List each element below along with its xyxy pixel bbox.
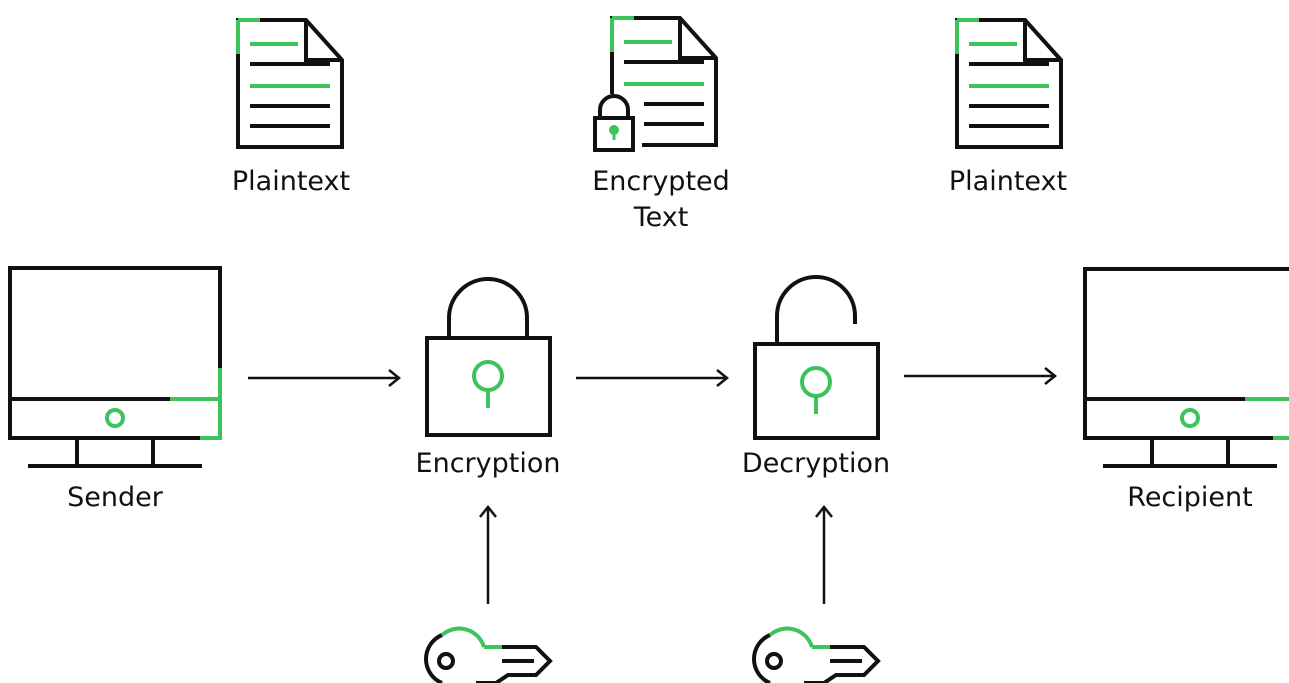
plaintext-label-left: Plaintext bbox=[232, 166, 350, 197]
key-icon bbox=[752, 626, 881, 683]
arrow-sender-to-encryption bbox=[248, 369, 402, 387]
encrypted-text-label-line2: Text bbox=[633, 202, 689, 233]
key-icon bbox=[424, 626, 553, 683]
document-icon bbox=[236, 18, 344, 149]
recipient-label: Recipient bbox=[1127, 482, 1252, 513]
encryption-key bbox=[424, 626, 553, 683]
plaintext-label-right: Plaintext bbox=[949, 166, 1067, 197]
encrypted-text-label-line1: Encrypted bbox=[592, 166, 730, 197]
arrow-key-to-encryption bbox=[479, 504, 497, 604]
arrow-key-to-decryption bbox=[815, 504, 833, 604]
monitor-icon bbox=[8, 266, 222, 468]
arrow-decryption-to-recipient bbox=[904, 367, 1058, 385]
encrypted-document bbox=[586, 16, 718, 156]
locked-document-icon bbox=[586, 16, 718, 156]
sender-label: Sender bbox=[67, 482, 164, 513]
plaintext-document-left bbox=[236, 18, 344, 149]
encryption-label: Encryption bbox=[416, 448, 561, 479]
closed-padlock-icon bbox=[425, 277, 552, 437]
arrow-encryption-to-decryption bbox=[576, 369, 730, 387]
decryption-key bbox=[752, 626, 881, 683]
open-padlock-icon bbox=[753, 275, 880, 440]
decryption-padlock bbox=[753, 275, 880, 440]
plaintext-document-right bbox=[955, 18, 1063, 149]
encryption-padlock bbox=[425, 277, 552, 437]
decryption-label: Decryption bbox=[742, 448, 890, 479]
monitor-icon bbox=[1083, 267, 1289, 468]
sender-monitor bbox=[8, 266, 222, 468]
document-icon bbox=[955, 18, 1063, 149]
recipient-monitor bbox=[1083, 267, 1289, 468]
